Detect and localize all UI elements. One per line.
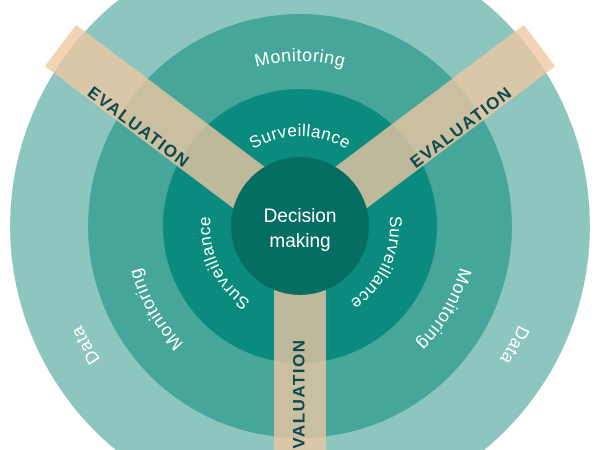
evaluation-arm-left: [44, 24, 267, 210]
center-label-line1: Decision: [264, 206, 337, 227]
evaluation-arm-bottom: [274, 278, 326, 450]
evaluation-label-bottom: EVALUATION: [289, 339, 308, 450]
decision-making-center: [231, 157, 369, 295]
evaluation-arm-right: [333, 24, 556, 210]
center-label-line2: making: [269, 231, 330, 252]
evaluation-arms: [44, 24, 556, 450]
